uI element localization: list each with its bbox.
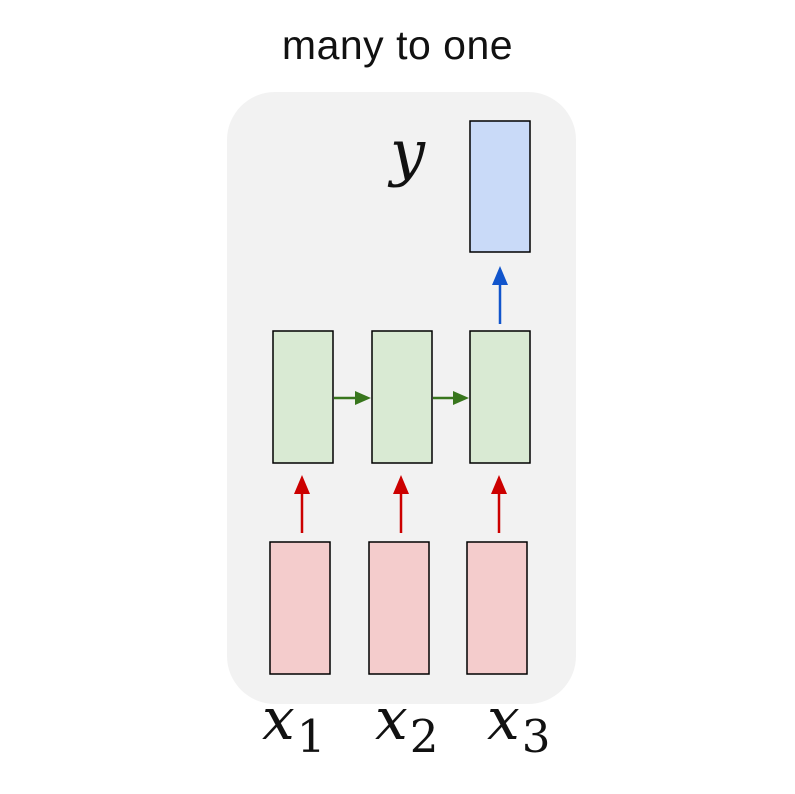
output-arrow-head bbox=[492, 266, 508, 285]
input-label-1: x1 bbox=[262, 690, 326, 759]
output-label: y bbox=[390, 116, 426, 189]
input-label-3-sub: 3 bbox=[521, 709, 551, 763]
output-box bbox=[469, 120, 531, 253]
input-label-3: x3 bbox=[487, 690, 551, 759]
recurrent-arrow-1-head bbox=[355, 391, 371, 405]
input-arrow-1-head bbox=[294, 475, 310, 494]
input-arrow-3-head bbox=[491, 475, 507, 494]
diagram-title: many to one bbox=[281, 22, 514, 68]
input-box-2 bbox=[368, 541, 430, 675]
input-label-1-sub: 1 bbox=[296, 709, 326, 763]
input-label-2-var: x bbox=[375, 685, 408, 753]
hidden-box-1 bbox=[272, 330, 334, 464]
input-box-1 bbox=[269, 541, 331, 675]
hidden-box-3 bbox=[469, 330, 531, 464]
input-label-3-var: x bbox=[487, 685, 520, 753]
input-arrow-2-head bbox=[393, 475, 409, 494]
hidden-box-2 bbox=[371, 330, 433, 464]
input-label-2: x2 bbox=[375, 690, 439, 759]
input-label-1-var: x bbox=[262, 685, 295, 753]
recurrent-arrow-2-head bbox=[453, 391, 469, 405]
input-label-2-sub: 2 bbox=[409, 709, 439, 763]
input-box-3 bbox=[466, 541, 528, 675]
